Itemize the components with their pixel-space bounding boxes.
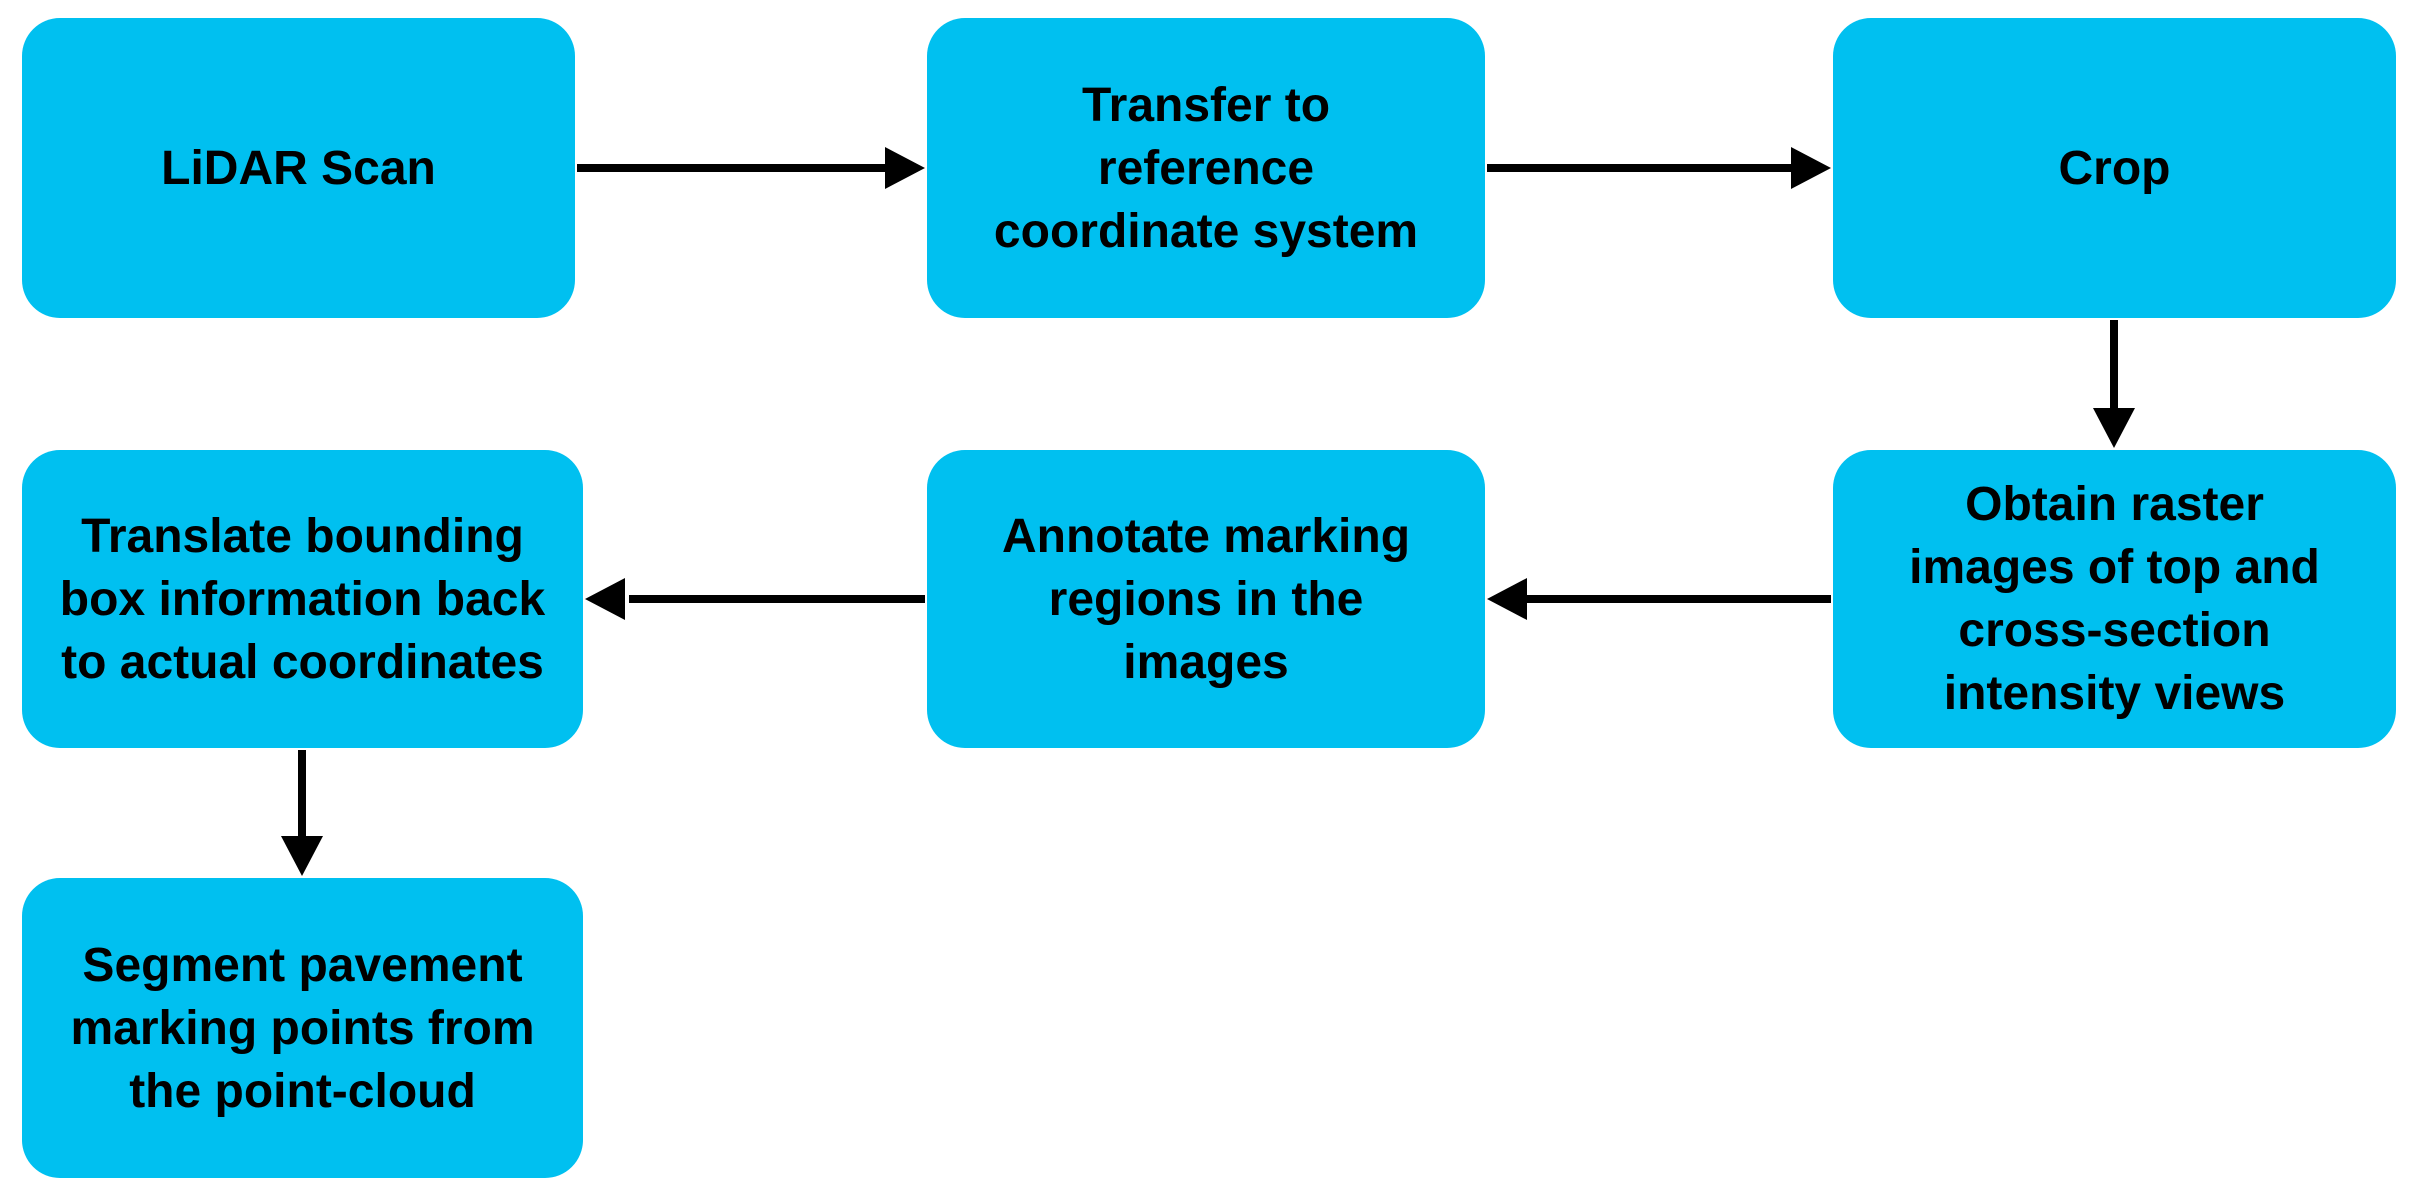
arrow-annotate-to-translate [585,578,925,620]
node-annotate-marking-regions: Annotate marking regions in the images [927,450,1485,748]
node-lidar-scan: LiDAR Scan [22,18,575,318]
arrow-lidar-to-transfer [577,147,925,189]
node-crop-label: Crop [2058,141,2171,195]
arrow-transfer-to-crop [1487,147,1831,189]
arrow-translate-to-segment [281,750,323,876]
node-translate-label: Translate bounding box information back … [59,509,546,689]
node-annotate-label: Annotate marking regions in the images [1001,509,1411,689]
node-lidar-scan-label: LiDAR Scan [161,141,436,195]
node-transfer-label: Transfer to reference coordinate system [993,78,1419,258]
node-obtain-raster-images: Obtain raster images of top and cross-se… [1833,450,2396,748]
node-transfer-coordinate-system: Transfer to reference coordinate system [927,18,1485,318]
arrow-crop-to-obtain-raster [2093,320,2135,448]
arrow-obtain-raster-to-annotate [1487,578,1831,620]
node-obtain-raster-label: Obtain raster images of top and cross-se… [1909,478,2320,720]
node-crop: Crop [1833,18,2396,318]
node-segment-pavement-points: Segment pavement marking points from the… [22,878,583,1178]
node-translate-bounding-box: Translate bounding box information back … [22,450,583,748]
node-segment-label: Segment pavement marking points from the… [70,938,535,1118]
